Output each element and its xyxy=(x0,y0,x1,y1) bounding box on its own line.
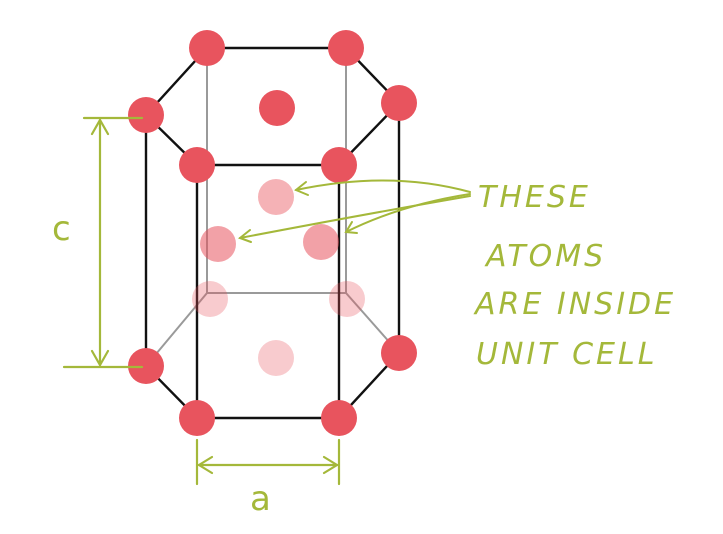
width-label: a xyxy=(250,479,271,519)
atom-bottom-center xyxy=(258,340,294,376)
atom-top-front-right xyxy=(321,147,357,183)
atom-top-right xyxy=(381,85,417,121)
annotation-line-1: THESE xyxy=(478,180,591,215)
atom-bottom-left xyxy=(128,348,164,384)
atom-back-mid-left xyxy=(192,281,228,317)
atom-top-front-left xyxy=(179,147,215,183)
dimension-a xyxy=(195,438,341,486)
atom-back-mid-right xyxy=(329,281,365,317)
atom-inside-right xyxy=(303,224,339,260)
atom-bottom-front-left xyxy=(179,400,215,436)
dimension-c xyxy=(62,116,144,369)
atom-bottom-right xyxy=(381,335,417,371)
height-label: c xyxy=(52,209,71,249)
atom-top-back-left xyxy=(189,30,225,66)
atom-top-left xyxy=(128,97,164,133)
interior-atoms xyxy=(192,179,365,376)
corner-atoms xyxy=(128,30,417,436)
atom-inside-upper xyxy=(258,179,294,215)
annotation-line-2: ATOMS xyxy=(484,239,606,274)
annotation-line-3: ARE INSIDE xyxy=(473,287,676,322)
atom-top-back-right xyxy=(328,30,364,66)
annotation-line-4: UNIT CELL xyxy=(476,337,657,372)
atom-top-center xyxy=(259,90,295,126)
annotation-text: THESE ATOMS ARE INSIDE UNIT CELL xyxy=(473,180,676,372)
atom-bottom-front-right xyxy=(321,400,357,436)
annotation-arrows xyxy=(237,179,471,243)
atom-inside-left xyxy=(200,226,236,262)
